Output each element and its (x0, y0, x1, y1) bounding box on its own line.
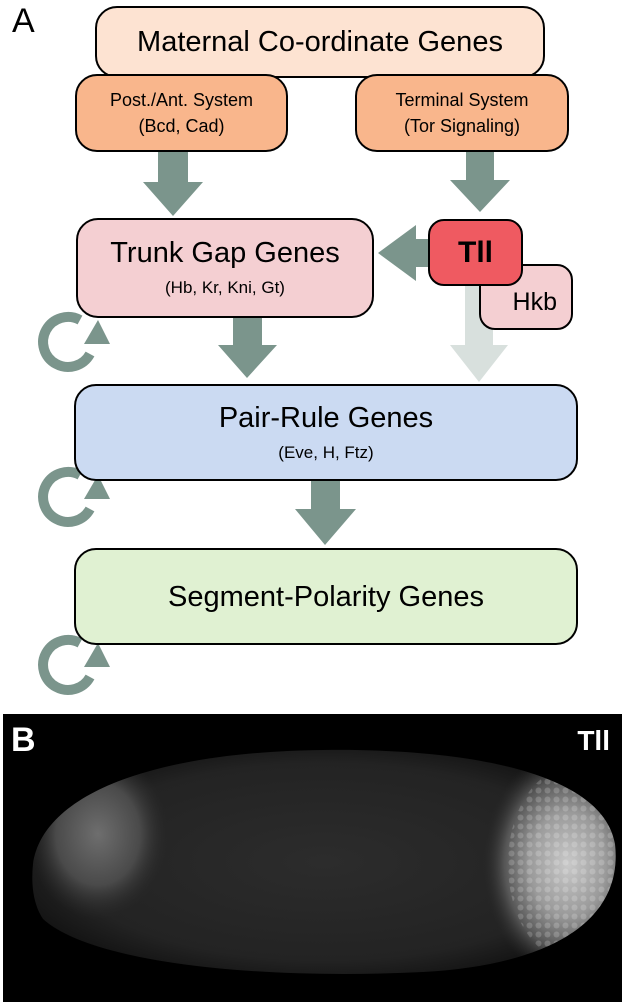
post-ant-system-label: Post./Ant. System (109, 90, 254, 110)
maternal-genes-box: Maternal Co-ordinate Genes (95, 6, 545, 78)
tll-box: Tll (428, 219, 523, 286)
circular-arrow-icon (38, 311, 110, 372)
tll-label: Tll (458, 235, 493, 269)
arrow-tll-to-gap (378, 225, 432, 281)
arrow-terminal-to-tll (450, 150, 510, 212)
hkb-label: Hkb (512, 288, 557, 316)
segment-polarity-genes-title: Segment-Polarity Genes (168, 580, 484, 613)
diagram-arrows (38, 150, 510, 695)
terminal-system-box: Terminal System (Tor Signaling) (355, 74, 569, 152)
pair-rule-genes-box: Pair-Rule Genes (Eve, H, Ftz) (74, 384, 578, 481)
stain-label: Tll (577, 725, 610, 756)
gene-hierarchy-diagram: A Maternal Co-ordinate Genes Post./Ant. … (12, 2, 578, 695)
terminal-system-members: (Tor Signaling) (403, 116, 521, 136)
trunk-gap-genes-box: Trunk Gap Genes (Hb, Kr, Kni, Gt) (76, 218, 374, 318)
embryo-micrograph: B Tll (3, 714, 622, 1002)
arrow-postant-to-gap (143, 150, 203, 216)
maternal-genes-title: Maternal Co-ordinate Genes (137, 26, 503, 58)
post-ant-system-box: Post./Ant. System (Bcd, Cad) (75, 74, 288, 152)
arrow-pairrule-to-segment (295, 481, 356, 545)
anterior-tll-expression (32, 749, 168, 919)
trunk-gap-genes-title: Trunk Gap Genes (110, 237, 340, 269)
circular-arrow-icon (38, 466, 110, 527)
arrow-tll-to-pairrule-faded (450, 286, 508, 382)
embryo-outline (32, 749, 616, 974)
embryo-image (32, 749, 616, 974)
arrow-gap-to-pairrule (218, 318, 277, 378)
panel-a-label: A (12, 2, 35, 40)
segment-polarity-genes-box: Segment-Polarity Genes (74, 548, 578, 645)
terminal-system-label: Terminal System (395, 90, 529, 110)
panel-b-label: B (11, 721, 36, 759)
pair-rule-genes-members: (Eve, H, Ftz) (278, 442, 374, 462)
pair-rule-genes-title: Pair-Rule Genes (218, 401, 434, 434)
post-ant-system-members: (Bcd, Cad) (138, 116, 225, 136)
trunk-gap-genes-members: (Hb, Kr, Kni, Gt) (165, 278, 285, 297)
circular-arrow-icon (38, 634, 110, 695)
